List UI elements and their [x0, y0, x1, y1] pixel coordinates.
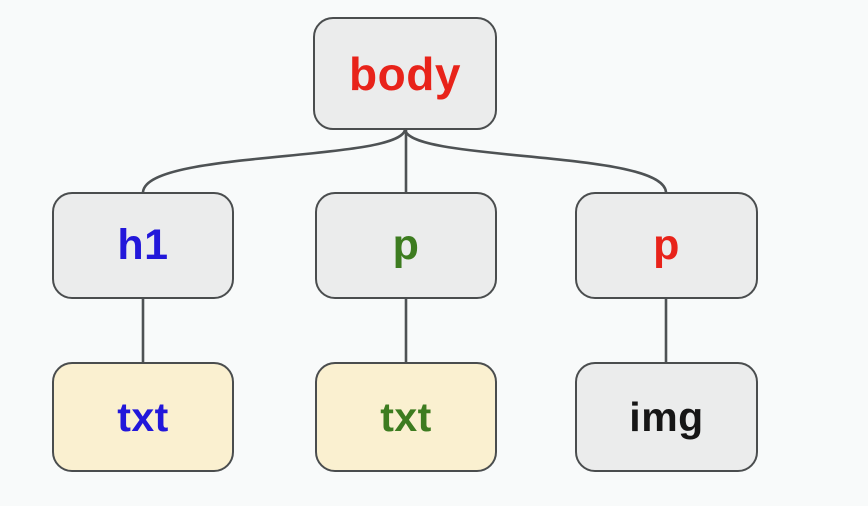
tree-node-txt-left-label: txt — [117, 393, 169, 440]
tree-node-txt-left: txt — [52, 362, 234, 472]
tree-node-txt-middle: txt — [315, 362, 497, 472]
tree-node-p-middle: p — [315, 192, 497, 299]
tree-node-h1: h1 — [52, 192, 234, 299]
edge-body-h1 — [141, 128, 407, 194]
tree-node-img: img — [575, 362, 758, 472]
tree-node-p-middle-label: p — [392, 221, 420, 269]
edge-body-p-right — [403, 128, 668, 194]
tree-node-body: body — [313, 17, 497, 130]
tree-node-h1-label: h1 — [117, 221, 169, 269]
tree-node-txt-middle-label: txt — [380, 393, 432, 440]
tree-node-p-right-label: p — [653, 221, 680, 269]
tree-node-p-right: p — [575, 192, 758, 299]
tree-node-body-label: body — [349, 47, 461, 100]
tree-node-img-label: img — [629, 393, 704, 440]
